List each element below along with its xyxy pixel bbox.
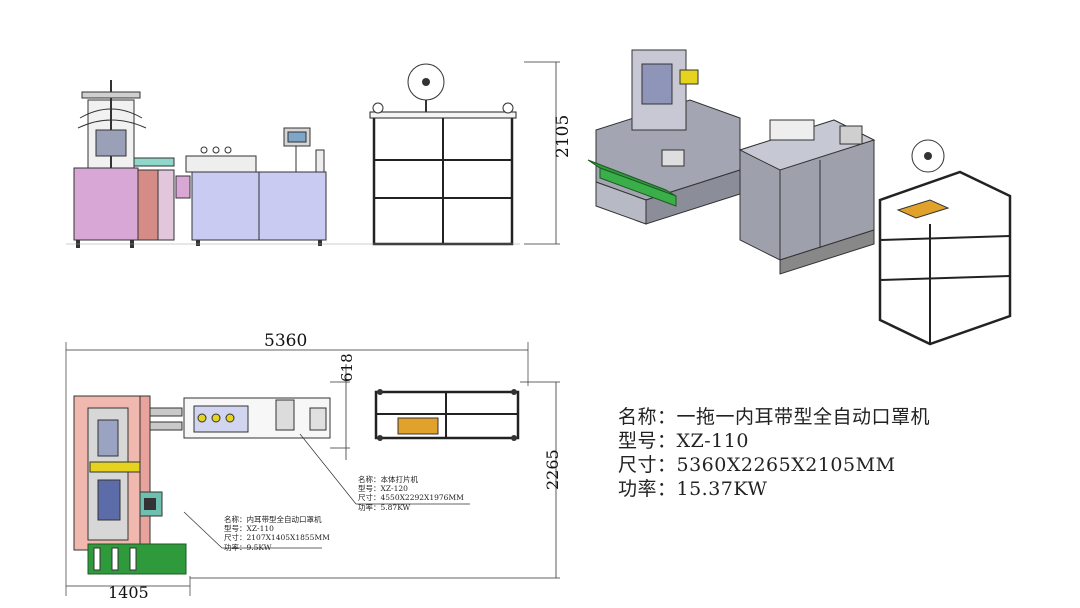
base-width-dimension-label: 1405 <box>108 583 149 602</box>
callout-main-name: 名称：内耳带型全自动口罩机 <box>224 514 322 524</box>
callout-secondary-size: 尺寸：4550X2292X1976MM <box>358 492 464 502</box>
spec-power: 功率：15.37KW <box>618 478 768 500</box>
height-dimension-label: 2105 <box>553 115 573 158</box>
callout-secondary-power: 功率：5.87KW <box>358 502 411 512</box>
callout-secondary: 名称：本体打片机 型号：XZ-120 尺寸：4550X2292X1976MM 功… <box>358 474 464 512</box>
front-view <box>66 61 560 248</box>
width-dimension-label: 2265 <box>543 449 562 490</box>
top-view <box>65 342 560 596</box>
callout-secondary-model: 型号：XZ-120 <box>358 484 408 493</box>
length-dimension-label: 5360 <box>264 331 307 351</box>
spec-name: 名称：一拖一内耳带型全自动口罩机 <box>618 406 931 428</box>
isometric-view <box>587 49 1012 346</box>
callout-main-model: 型号：XZ-110 <box>224 524 274 533</box>
depth-dimension-label: 618 <box>338 353 356 382</box>
spec-model: 型号：XZ-110 <box>618 430 749 452</box>
callout-main-size: 尺寸：2107X1405X1855MM <box>224 532 330 542</box>
spec-size: 尺寸：5360X2265X2105MM <box>618 454 896 476</box>
callout-main: 名称：内耳带型全自动口罩机 型号：XZ-110 尺寸：2107X1405X185… <box>224 514 330 552</box>
callout-secondary-name: 名称：本体打片机 <box>358 474 418 484</box>
callout-main-power: 功率：9.5KW <box>224 542 272 552</box>
